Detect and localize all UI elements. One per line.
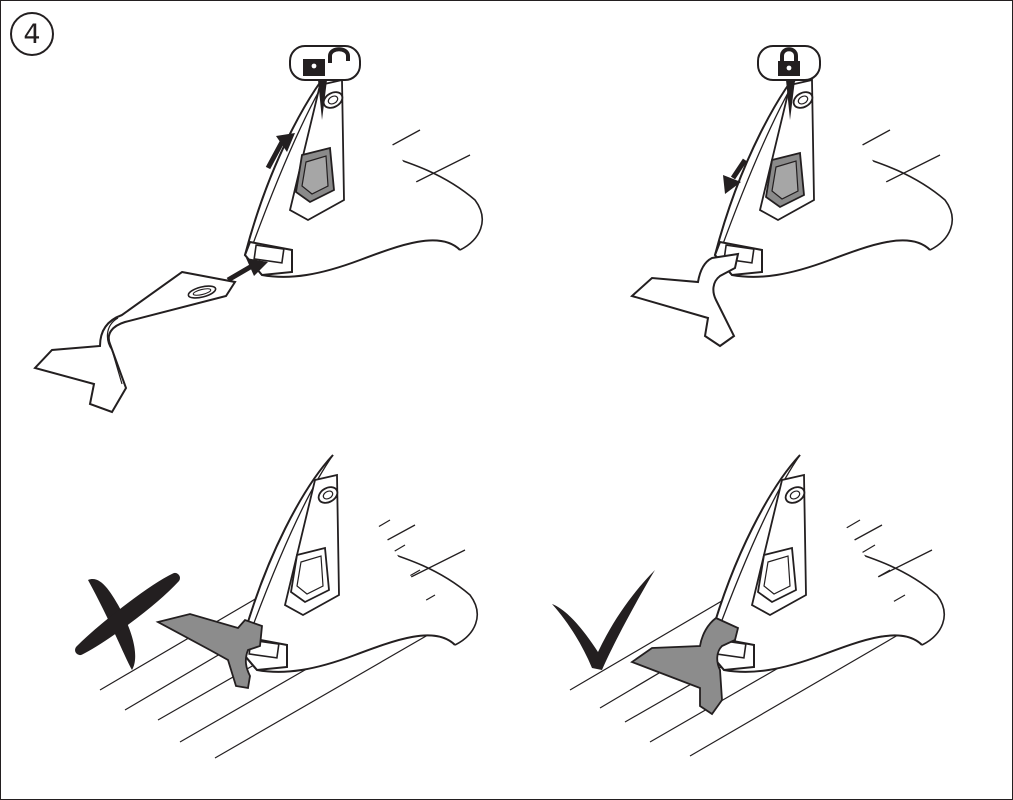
slide-down-arrow-icon	[723, 158, 748, 194]
checkmark-icon	[552, 570, 655, 670]
scraper-blade	[33, 270, 237, 414]
cross-icon	[75, 573, 180, 670]
scraper-blade-gray	[630, 616, 740, 716]
panel-attach-unlocked	[33, 45, 484, 414]
insert-arrow-icon	[226, 258, 268, 283]
step-number: 4	[23, 18, 41, 50]
scraper-blade-gray	[155, 613, 263, 690]
panel-correct-use	[552, 454, 946, 757]
scraper-blade	[629, 252, 740, 348]
panel-attached-locked	[629, 45, 954, 348]
panel-incorrect-use	[75, 454, 479, 759]
locked-padlock-icon	[757, 45, 821, 120]
slide-up-arrow-icon	[265, 133, 295, 170]
step-number-badge: 4	[10, 12, 54, 56]
unlocked-padlock-icon	[289, 45, 361, 120]
